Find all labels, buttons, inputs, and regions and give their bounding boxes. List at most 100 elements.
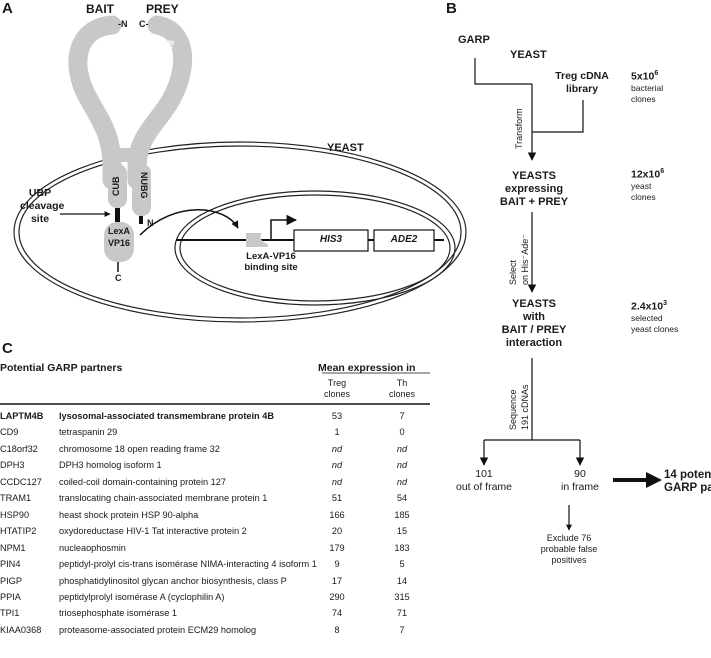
count-bacterial-clones: 5x106 bacterial clones: [631, 70, 664, 104]
gene-description: peptidylprolyl isomérase A (cyclophilin …: [59, 591, 225, 602]
gene-description: proteasome-associated protein ECM29 homo…: [59, 624, 257, 635]
ade2-gene-box: [373, 229, 435, 252]
gene-name: TRAM1: [0, 493, 32, 504]
his3-label: HIS3: [319, 234, 343, 245]
garp-node: GARP: [458, 34, 490, 46]
table-row: LAPTM4B lysosomal-associated transmembran…: [0, 409, 430, 423]
th-value: 71: [396, 608, 408, 619]
gene-name: C18orf32: [0, 443, 38, 454]
gene-description: chromosome 18 open reading frame 32: [59, 443, 220, 454]
gene-name: KIAA0368: [0, 624, 42, 635]
panel-a-label: A: [2, 0, 13, 17]
cub-label: CUB: [111, 176, 121, 197]
gene-description: lysosomal-associated transmembrane prote…: [59, 411, 274, 421]
vp16-label: VP16: [107, 238, 131, 248]
treg-value: 290: [329, 591, 345, 602]
treg-cdna-library-node: Treg cDNA library: [555, 70, 609, 95]
sequence-step-label: Sequence 191 cDNAs: [508, 384, 530, 430]
table-row: PPIA peptidylprolyl isomérase A (cyclophi…: [0, 590, 430, 604]
lexa-label: LexA: [107, 226, 130, 236]
yeasts-expressing-node: YEASTS expressing BAIT + PREY: [499, 170, 569, 208]
treg-value: 51: [331, 493, 343, 504]
treg-value: 20: [331, 526, 343, 537]
table-row: CD9 tetraspanin 29 1 0: [0, 425, 430, 439]
treg-value: nd: [331, 460, 343, 471]
n-terminus-bottom: N: [147, 218, 154, 228]
treg-clones-header: Treg clones: [323, 378, 350, 399]
mean-expression-header: Mean expression in: [318, 362, 416, 374]
treg-value: nd: [331, 476, 343, 487]
count-yeast-clones: 12x106 yeast clones: [631, 168, 665, 202]
out-of-frame-node: 101 out of frame: [455, 468, 513, 493]
table-row: KIAA0368 proteasome-associated protein EC…: [0, 623, 430, 637]
th-clones-header: Th clones: [388, 378, 415, 399]
his3-gene-box: [293, 229, 369, 252]
gene-description: phosphatidylinositol glycan anchor biosy…: [59, 575, 287, 586]
table-row: TRAM1 translocating chain-associated memb…: [0, 491, 430, 505]
treg-value: nd: [331, 443, 343, 454]
yeast-label: YEAST: [327, 142, 364, 154]
gene-description: triosephosphate isomérase 1: [59, 608, 177, 619]
th-value: nd: [396, 443, 408, 454]
th-value: 185: [394, 509, 410, 520]
lexa-vp16-domain: [104, 222, 134, 262]
gene-description: heast shock protein HSP 90-alpha: [59, 509, 199, 520]
nubg-label: NUBG: [139, 172, 149, 199]
cub-domain: [108, 164, 127, 208]
table-row: PIGP phosphatidylinositol glycan anchor b…: [0, 574, 430, 588]
gene-description: translocating chain-associated membrane …: [59, 493, 268, 504]
binding-site: [246, 233, 268, 247]
garp-bait-protein: [68, 15, 122, 190]
prey-label: PREY: [146, 2, 179, 16]
panel-c-label: C: [2, 340, 13, 357]
gene-description: DPH3 homolog isoform 1: [59, 460, 162, 471]
treg-value: 17: [331, 575, 343, 586]
flowchart-lines: [474, 58, 585, 531]
th-value: 14: [396, 575, 408, 586]
gene-name: CD9: [0, 427, 19, 438]
bait-label: BAIT: [86, 2, 114, 16]
gene-name: HSP90: [0, 509, 30, 520]
table-row: HSP90 heast shock protein HSP 90-alpha 166…: [0, 508, 430, 522]
gene-name: PPIA: [0, 591, 21, 602]
c-terminus-top: C-: [139, 19, 149, 29]
th-value: 0: [399, 427, 405, 438]
th-value: nd: [396, 476, 408, 487]
count-selected-yeast-clones: 2.4x103 selected yeast clones: [631, 300, 679, 334]
gene-name: LAPTM4B: [0, 411, 44, 421]
ade2-label: ADE2: [390, 234, 418, 245]
gene-description: tetraspanin 29: [59, 427, 118, 438]
th-value: 183: [394, 542, 410, 553]
gene-description: peptidyl-prolyl cis-trans isomérase NIMA…: [59, 559, 317, 570]
th-value: 315: [394, 591, 410, 602]
transform-step-label: Transform: [514, 108, 524, 149]
c-terminus-bottom: C: [115, 273, 122, 283]
th-value: 7: [399, 411, 405, 421]
table-row: C18orf32 chromosome 18 open reading frame…: [0, 442, 430, 456]
treg-value: 1: [334, 427, 340, 438]
gene-name: PIGP: [0, 575, 22, 586]
exclude-false-positives-node: Exclude 76 probable false positives: [540, 533, 598, 565]
gene-name: TPI1: [0, 608, 20, 619]
gene-description: coiled-coil domain-containing protein 12…: [59, 476, 227, 487]
gene-description: nucleaophosmin: [59, 542, 126, 553]
yeast-node: YEAST: [510, 49, 547, 61]
yeasts-with-interaction-node: YEASTS with BAIT / PREY interaction: [501, 298, 567, 349]
th-value: 5: [399, 559, 405, 570]
treg-value: 53: [331, 411, 343, 421]
table-title: Potential GARP partners: [0, 362, 123, 374]
treg-value: 9: [334, 559, 340, 570]
in-frame-node: 90 in frame: [561, 468, 599, 493]
gene-description: oxydoreductase HIV-1 Tat interactive pro…: [59, 526, 247, 537]
treg-value: 166: [329, 509, 345, 520]
n-terminus-top: -N: [118, 19, 128, 29]
gene-name: PIN4: [0, 559, 21, 570]
potential-partners-node: 14 potential GARP partners: [664, 469, 711, 494]
select-step-label: Select on His⁻Ade⁻: [508, 233, 530, 285]
gene-name: DPH3: [0, 460, 25, 471]
treg-value: 8: [334, 624, 340, 635]
